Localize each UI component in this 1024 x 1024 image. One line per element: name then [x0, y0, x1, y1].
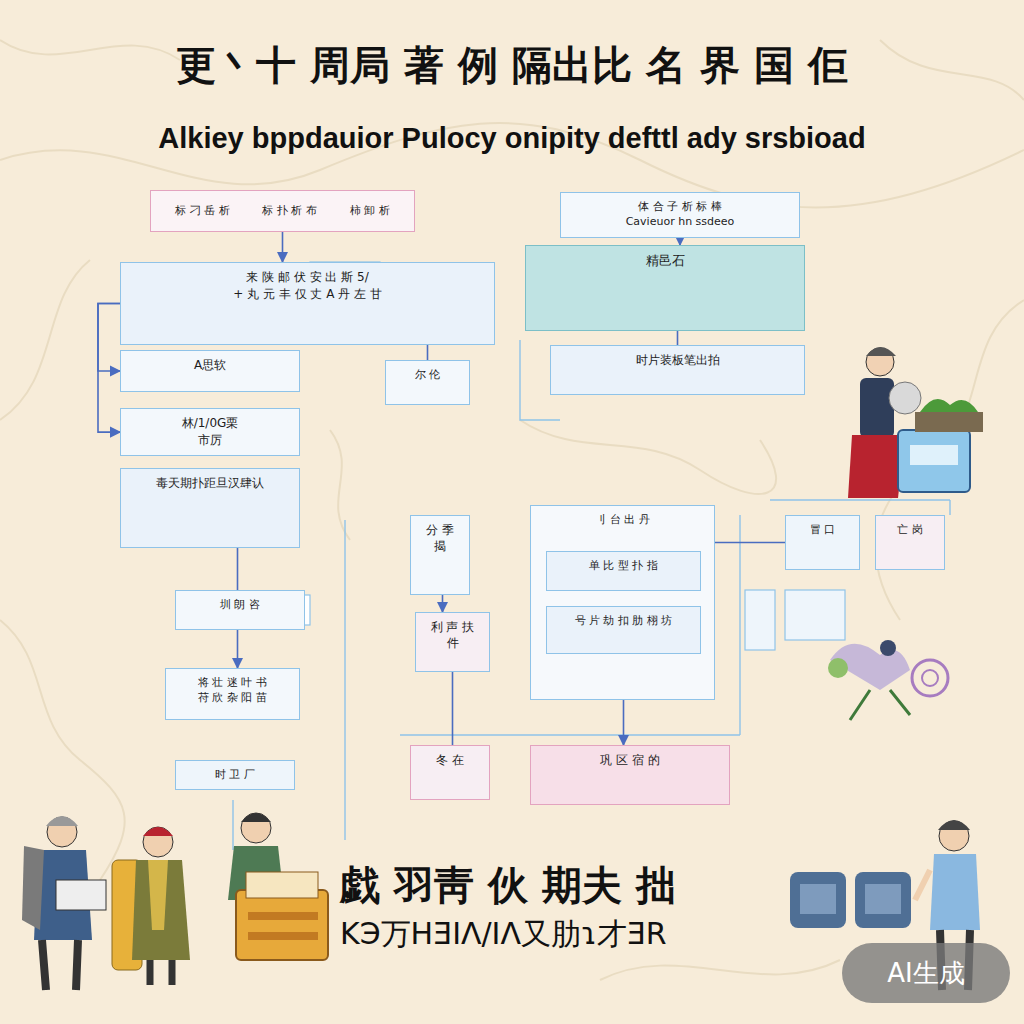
- box-text: 号 片 劫 扣 肋 栩 坊: [557, 614, 690, 628]
- caption-text: 戯 羽靑 伙 期夫 拙: [340, 858, 676, 913]
- box-text: 尔 伦: [396, 368, 459, 382]
- connector: [237, 548, 239, 590]
- box-text: 分 季 揭: [421, 523, 459, 554]
- swirl: [0, 620, 125, 880]
- box-text: 圳 朗 咨: [186, 598, 294, 612]
- connector: [98, 304, 120, 372]
- process-box: 时片装板笔出拍: [550, 345, 805, 395]
- process-box: 时 卫 厂: [175, 760, 295, 790]
- connector: [237, 630, 239, 668]
- process-box: 分 季 揭: [410, 515, 470, 595]
- box-text: 巩 区 宿 的: [541, 753, 719, 769]
- process-box: 将 壮 迷 叶 书苻 欣 杂 阳 苗: [165, 668, 300, 720]
- box-text: 将 壮 迷 叶 书: [176, 676, 289, 690]
- connector: [715, 542, 785, 544]
- box-text: 刂 台 出 丹: [541, 513, 704, 527]
- box-text: 市厉: [131, 433, 289, 449]
- process-box: 冬 在: [410, 745, 490, 800]
- process-box: 亡 岗: [875, 515, 945, 570]
- box-text: + 丸 元 丰 仅 丈 A 丹 左 甘: [131, 287, 484, 303]
- box-text: 标 刁 岳 析: [175, 204, 230, 218]
- people-illustration: [22, 813, 980, 990]
- process-box: 标 刁 岳 析标 扑 析 布柿 卸 析: [150, 190, 415, 232]
- box-text: 时片装板笔出拍: [561, 353, 794, 369]
- flower-ornament: [828, 640, 948, 720]
- wire: [770, 499, 950, 500]
- caption-text: KЭ万HƎIΛ/IΛ又肋ɿ才ƎR: [340, 914, 667, 955]
- wire: [400, 734, 740, 735]
- box-text: 利 声 扶 件: [426, 620, 479, 651]
- bottom-icons: [790, 872, 911, 928]
- swirl: [876, 300, 1024, 620]
- box-text: 来 陕 邮 伏 安 出 斯 5/: [131, 270, 484, 286]
- box-text: 冬 在: [421, 753, 479, 769]
- process-box: 尔 伦: [385, 360, 470, 405]
- box-text: 标 扑 析 布: [262, 204, 317, 218]
- connector: [677, 331, 679, 345]
- process-box: 巩 区 宿 的: [530, 745, 730, 805]
- swirl: [0, 260, 90, 420]
- swirl: [520, 420, 776, 494]
- process-box: 毒天期扑距旦汉肆认: [120, 468, 300, 548]
- connector: [442, 595, 444, 612]
- diagram-title: 更丶十 周局 著 例 隔出比 名 界 国 佢: [0, 38, 1024, 93]
- box-text: 林/1/0G栗: [131, 416, 289, 432]
- wire: [949, 500, 950, 515]
- panel: [745, 590, 775, 650]
- connector: [427, 345, 429, 360]
- process-box: 利 声 扶 件: [415, 612, 490, 672]
- person-figure: [848, 347, 983, 498]
- watermark: AI生成: [842, 943, 1010, 1003]
- box-text: 亡 岗: [886, 523, 934, 537]
- swirl: [600, 960, 840, 980]
- swirl: [330, 430, 350, 540]
- swirl: [0, 40, 180, 60]
- connector: [98, 304, 120, 433]
- box-text: 体 合 子 析 标 棒: [571, 200, 789, 214]
- connector: [679, 238, 681, 245]
- process-box: 体 合 子 析 标 棒Cavieuor hn ssdeeo: [560, 192, 800, 238]
- process-box: 号 片 劫 扣 肋 栩 坊: [546, 606, 701, 654]
- wires: [233, 340, 950, 850]
- wire: [232, 800, 233, 850]
- process-box: 精邑石: [525, 245, 805, 331]
- box-text: 毒天期扑距旦汉肆认: [131, 476, 289, 492]
- box-text: 冒 口: [796, 523, 849, 537]
- box-text: 时 卫 厂: [186, 768, 284, 782]
- box-text: 柿 卸 析: [350, 204, 390, 218]
- wire: [344, 520, 345, 840]
- panel: [785, 590, 845, 640]
- connector: [282, 232, 284, 262]
- process-box: 刂 台 出 丹单 比 型 扑 指号 片 劫 扣 肋 栩 坊: [530, 505, 715, 700]
- box-text: Cavieuor hn ssdeeo: [571, 215, 789, 229]
- caption-text: Alkiey bppdauior Pulocy onipity defttl a…: [40, 122, 984, 155]
- box-text: A思软: [131, 358, 289, 374]
- swirl: [880, 40, 1024, 100]
- process-box: 冒 口: [785, 515, 860, 570]
- box-text: 苻 欣 杂 阳 苗: [176, 691, 289, 705]
- box-text: 单 比 型 扑 指: [557, 559, 690, 573]
- process-box: 单 比 型 扑 指: [546, 551, 701, 591]
- process-box: A思软: [120, 350, 300, 392]
- wire: [739, 515, 740, 735]
- swirl-pattern: [0, 40, 1024, 980]
- connector: [452, 672, 454, 745]
- process-box: 圳 朗 咨: [175, 590, 305, 630]
- process-box: 来 陕 邮 伏 安 出 斯 5/+ 丸 元 丰 仅 丈 A 丹 左 甘: [120, 262, 495, 345]
- process-box: 林/1/0G栗市厉: [120, 408, 300, 456]
- box-text: 精邑石: [536, 253, 794, 270]
